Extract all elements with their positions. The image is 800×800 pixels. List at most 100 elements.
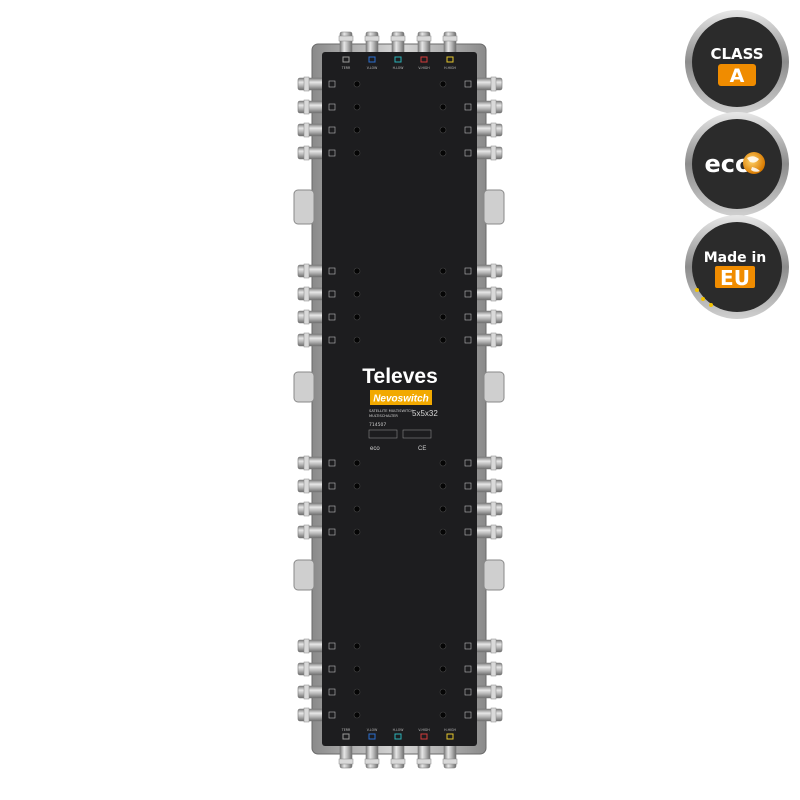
product-line-banner	[370, 390, 432, 405]
made-in-label: Made in	[704, 250, 767, 266]
mounting-bracket-left-mid	[293, 371, 315, 403]
output-connector-right	[475, 99, 503, 115]
input-label-bottom: H-HIGH	[444, 728, 456, 732]
output-connector-left	[297, 707, 325, 723]
class-letter: A	[730, 65, 745, 87]
brand-block: Televes Nevoswitch SATELLITE MULTISWITCH…	[362, 365, 438, 452]
port-marker-left	[328, 711, 361, 719]
input-color-marker-bottom	[394, 733, 402, 740]
output-connector-right	[475, 661, 503, 677]
port-marker-right	[439, 505, 472, 513]
port-marker-left	[328, 642, 361, 650]
port-marker-right	[439, 665, 472, 673]
input-color-marker-top	[446, 56, 454, 63]
output-connector-right	[475, 524, 503, 540]
port-marker-right	[439, 688, 472, 696]
mounting-bracket-right-mid	[483, 371, 505, 403]
multiswitch-device: TERRTERRV-LOWV-LOWH-LOWH-LOWV-HIGHV-HIGH…	[293, 31, 505, 769]
input-label-top: H-LOW	[393, 66, 405, 70]
output-connector-left	[297, 145, 325, 161]
mounting-bracket-right-bottom	[483, 559, 505, 591]
eco-mark: eco	[370, 446, 380, 452]
port-marker-right	[439, 149, 472, 157]
port-marker-left	[328, 665, 361, 673]
input-label-bottom: TERR	[341, 728, 351, 732]
input-connector-bottom	[364, 743, 380, 769]
port-marker-right	[439, 103, 472, 111]
output-connector-left	[297, 263, 325, 279]
made-in-eu-badge: Made in EU	[685, 215, 789, 319]
output-connector-right	[475, 286, 503, 302]
output-connector-right	[475, 263, 503, 279]
port-marker-right	[439, 528, 472, 536]
output-connector-right	[475, 478, 503, 494]
port-marker-left	[328, 313, 361, 321]
port-marker-left	[328, 688, 361, 696]
port-marker-left	[328, 267, 361, 275]
output-connector-left	[297, 524, 325, 540]
input-connector-bottom	[390, 743, 406, 769]
port-marker-right	[439, 459, 472, 467]
output-connector-left	[297, 286, 325, 302]
port-marker-left	[328, 482, 361, 490]
input-label-bottom: H-LOW	[393, 728, 405, 732]
spec-box-left	[368, 429, 398, 439]
brand-logo: Televes	[362, 365, 438, 388]
eu-label: EU	[720, 266, 750, 290]
product-line-name: Nevoswitch	[373, 394, 429, 405]
output-connector-left	[297, 661, 325, 677]
port-marker-left	[328, 126, 361, 134]
port-marker-left	[328, 459, 361, 467]
input-connector-bottom	[416, 743, 432, 769]
port-marker-left	[328, 290, 361, 298]
output-connector-left	[297, 99, 325, 115]
input-labels: TERRTERRV-LOWV-LOWH-LOWH-LOWV-HIGHV-HIGH…	[341, 56, 456, 740]
output-connector-right	[475, 332, 503, 348]
output-connector-left	[297, 638, 325, 654]
port-marker-right	[439, 126, 472, 134]
output-connector-left	[297, 501, 325, 517]
input-color-marker-bottom	[446, 733, 454, 740]
output-connector-right	[475, 145, 503, 161]
description-line2: MULTISCHALTER	[369, 414, 398, 418]
output-connector-left	[297, 309, 325, 325]
panel-port-markers	[328, 80, 472, 719]
output-connector-right	[475, 638, 503, 654]
output-connector-right	[475, 684, 503, 700]
input-color-marker-bottom	[342, 733, 350, 740]
input-color-marker-top	[420, 56, 428, 63]
input-connector-top	[338, 31, 354, 57]
input-color-marker-top	[342, 56, 350, 63]
input-color-marker-top	[368, 56, 376, 63]
output-connector-left	[297, 76, 325, 92]
port-marker-left	[328, 336, 361, 344]
class-a-badge: CLASS A	[685, 10, 789, 114]
input-connector-top	[390, 31, 406, 57]
output-connector-right	[475, 122, 503, 138]
eu-stars-icon	[695, 288, 713, 307]
input-color-marker-bottom	[420, 733, 428, 740]
port-marker-right	[439, 267, 472, 275]
port-marker-right	[439, 336, 472, 344]
output-connector-right	[475, 707, 503, 723]
input-label-top: V-LOW	[367, 66, 378, 70]
eco-badge: eco	[685, 112, 789, 216]
description-line1: SATELLITE MULTISWITCH	[369, 409, 414, 413]
eu-label-bg	[715, 266, 755, 288]
product-ref: 714507	[369, 422, 386, 428]
class-label: CLASS	[710, 45, 763, 63]
spec-box-right	[402, 429, 432, 439]
port-marker-left	[328, 528, 361, 536]
output-connector-right	[475, 76, 503, 92]
port-marker-right	[439, 711, 472, 719]
port-marker-right	[439, 80, 472, 88]
ce-mark: CE	[418, 446, 426, 452]
output-connector-left	[297, 122, 325, 138]
port-marker-right	[439, 313, 472, 321]
f-connectors	[297, 31, 503, 769]
output-connector-left	[297, 332, 325, 348]
mounting-bracket-right-top	[483, 189, 505, 225]
port-marker-left	[328, 103, 361, 111]
mounting-bracket-left-top	[293, 189, 315, 225]
